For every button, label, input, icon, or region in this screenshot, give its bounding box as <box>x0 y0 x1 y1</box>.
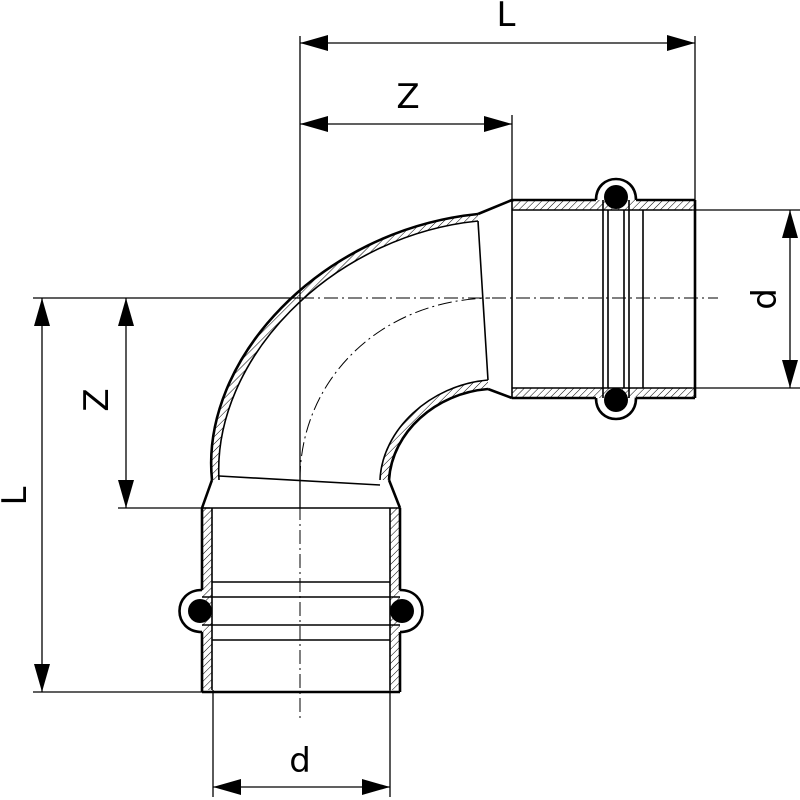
dim-label-right-d: d <box>745 288 785 310</box>
dim-label-top-L: L <box>497 0 516 35</box>
dimension-right-d: d <box>745 210 798 388</box>
dim-label-left-Z: Z <box>77 388 117 411</box>
dimension-bottom-d: d <box>213 741 390 795</box>
o-ring-right-bottom <box>604 388 628 412</box>
dimension-top-L: L <box>300 0 695 51</box>
o-ring-bottom-right <box>390 599 414 623</box>
bottom-socket <box>178 479 424 694</box>
dimension-top-Z: Z <box>300 77 512 132</box>
o-ring-right-top <box>604 185 628 209</box>
right-socket <box>477 177 697 421</box>
o-ring-bottom-left <box>188 599 212 623</box>
dimension-left-L: L <box>0 298 50 692</box>
dimension-left-Z: Z <box>77 298 134 508</box>
dim-label-bottom-d: d <box>289 741 311 781</box>
dim-label-left-L: L <box>0 486 35 505</box>
elbow-body <box>209 212 489 486</box>
dim-label-top-Z: Z <box>396 77 419 117</box>
center-lines <box>299 290 718 718</box>
